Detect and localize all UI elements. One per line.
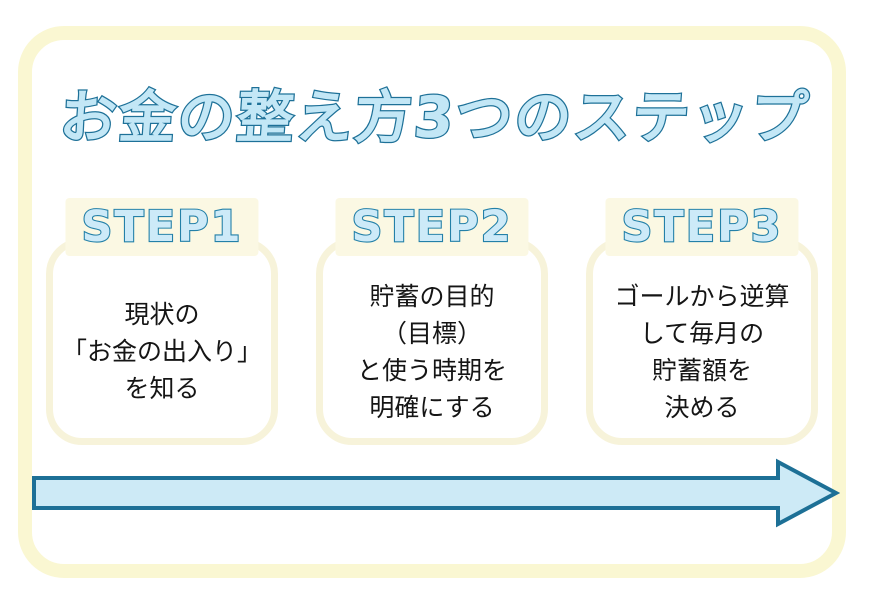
page-title: お金の整え方3つのステップ: [56, 84, 813, 153]
step-card-1: 現状の 「お金の出入り」 を知る STEP1: [46, 198, 278, 445]
flow-right-arrow-icon: [32, 458, 840, 528]
step2-description: 貯蓄の目的 （目標） と使う時期を 明確にする: [357, 278, 507, 426]
text-line: 明確にする: [369, 392, 495, 422]
text-line: と使う時期を: [356, 355, 507, 385]
text-line: して毎月の: [639, 318, 765, 348]
text-line: 貯蓄の目的: [369, 281, 495, 311]
step3-label: STEP3: [605, 198, 799, 256]
step3-box: ゴールから逆算 して毎月の 貯蓄額を 決める: [586, 238, 818, 445]
step1-description: 現状の 「お金の出入り」 を知る: [62, 296, 262, 407]
step-card-3: ゴールから逆算 して毎月の 貯蓄額を 決める STEP3: [586, 198, 818, 445]
text-line: を知る: [124, 374, 200, 403]
text-line: 現状の: [124, 300, 200, 329]
text-line: （目標）: [381, 318, 482, 348]
step1-label: STEP1: [65, 198, 259, 256]
step2-label: STEP2: [335, 198, 529, 256]
text-line: ゴールから逆算: [614, 281, 790, 311]
text-line: 「お金の出入り」: [61, 337, 262, 366]
step2-box: 貯蓄の目的 （目標） と使う時期を 明確にする: [316, 238, 548, 445]
step3-description: ゴールから逆算 して毎月の 貯蓄額を 決める: [614, 278, 789, 426]
step-card-2: 貯蓄の目的 （目標） と使う時期を 明確にする STEP2: [316, 198, 548, 445]
step1-box: 現状の 「お金の出入り」 を知る: [46, 238, 278, 445]
text-line: 貯蓄額を: [651, 355, 752, 385]
text-line: 決める: [664, 392, 740, 422]
